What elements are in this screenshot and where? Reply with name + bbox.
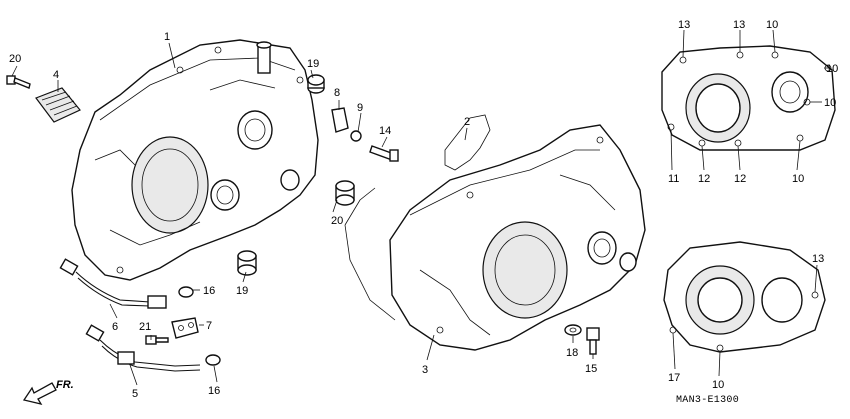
setting-plate-7 xyxy=(171,317,199,339)
front-direction-arrow: FR. xyxy=(22,379,74,405)
callout-21: 21 xyxy=(139,321,151,333)
leader-lines xyxy=(11,29,831,386)
oil-pipe-6 xyxy=(59,258,194,309)
callout-4: 4 xyxy=(53,69,59,81)
callout-2: 2 xyxy=(464,116,470,128)
callout-16-lower: 16 xyxy=(208,385,220,397)
callout-15: 15 xyxy=(585,363,597,375)
oil-strainer xyxy=(35,87,81,123)
callout-3: 3 xyxy=(422,364,428,376)
bolt-21 xyxy=(145,335,169,345)
callout-13-lower: 13 xyxy=(812,253,824,265)
dowel-pin-upper xyxy=(307,74,325,94)
callout-9: 9 xyxy=(357,102,363,114)
bolt-14 xyxy=(369,145,399,162)
callout-10-lower-view: 10 xyxy=(712,379,724,391)
callout-17: 17 xyxy=(668,372,680,384)
dowel-pin-20 xyxy=(335,180,355,206)
callout-6: 6 xyxy=(112,321,118,333)
setting-plate-8 xyxy=(331,107,349,133)
left-crankcase xyxy=(71,39,319,281)
callout-16-upper: 16 xyxy=(203,285,215,297)
callout-20-lower: 20 xyxy=(331,215,343,227)
right-crankcase xyxy=(389,124,646,351)
dowel-pin-lower xyxy=(237,250,257,276)
callout-18: 18 xyxy=(566,347,578,359)
callout-10-right-lower: 10 xyxy=(824,97,836,109)
callout-19-upper: 19 xyxy=(307,58,319,70)
callout-8: 8 xyxy=(334,87,340,99)
callout-13-top-middle: 13 xyxy=(733,19,745,31)
callout-labels: 1 2 3 4 5 6 7 8 9 14 15 16 16 18 19 19 2… xyxy=(9,19,838,400)
crankcase-view-top xyxy=(661,45,836,151)
bolt-20 xyxy=(6,75,31,89)
callout-19-lower: 19 xyxy=(236,285,248,297)
callout-1: 1 xyxy=(164,31,170,43)
callout-12-left: 12 xyxy=(698,173,710,185)
callout-13-top-left: 13 xyxy=(678,19,690,31)
clip-9 xyxy=(350,130,362,142)
drain-bolt-15 xyxy=(586,327,600,355)
washer-18 xyxy=(564,324,582,336)
callout-5: 5 xyxy=(132,388,138,400)
callout-12-right: 12 xyxy=(734,173,746,185)
callout-10-bottom: 10 xyxy=(792,173,804,185)
callout-10-top: 10 xyxy=(766,19,778,31)
callout-14: 14 xyxy=(379,125,391,137)
front-label: FR. xyxy=(56,379,74,391)
crankcase-view-bottom xyxy=(663,241,826,353)
crankcase-gasket xyxy=(344,114,491,321)
diagram-code: MAN3-E1300 xyxy=(676,395,739,406)
oil-pipe-5 xyxy=(85,324,221,372)
callout-20-upper: 20 xyxy=(9,53,21,65)
callout-7: 7 xyxy=(206,320,212,332)
callout-10-right-upper: 10 xyxy=(826,63,838,75)
callout-11: 11 xyxy=(668,173,679,185)
